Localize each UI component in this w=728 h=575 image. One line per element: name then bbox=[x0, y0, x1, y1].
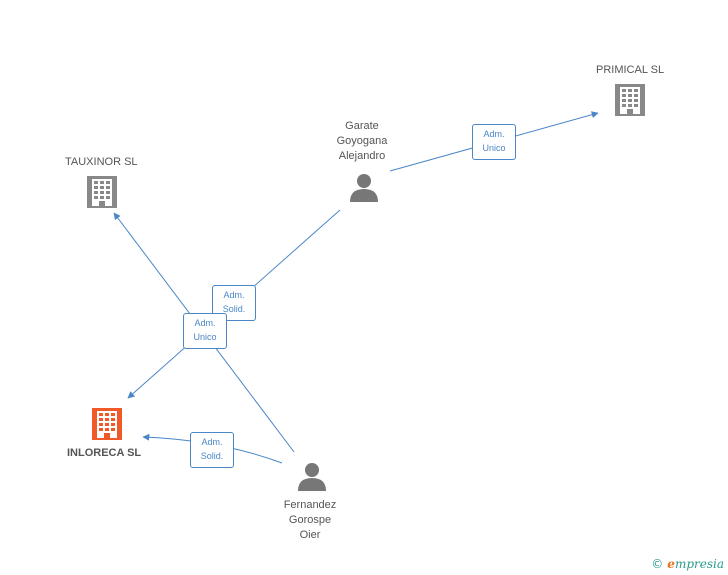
edge-label-garate-primical[interactable]: Adm. Unico bbox=[472, 124, 516, 160]
edge-label-fernandez-inloreca[interactable]: Adm. Solid. bbox=[190, 432, 234, 468]
copyright-icon: © bbox=[651, 557, 664, 571]
person-name-line: Oier bbox=[299, 529, 321, 541]
edge-label-fernandez-tauxinor[interactable]: Adm. Unico bbox=[183, 313, 227, 349]
company-label-primical[interactable]: PRIMICAL SL bbox=[596, 64, 665, 76]
person-name-line: Fernandez bbox=[283, 499, 337, 511]
person-name-garate[interactable]: Garate Goyogana Alejandro bbox=[312, 119, 412, 164]
edge-label-line: Unico bbox=[482, 143, 506, 153]
building-icon[interactable] bbox=[87, 176, 117, 208]
person-name-fernandez[interactable]: Fernandez Gorospe Oier bbox=[260, 498, 360, 543]
person-name-line: Goyogana bbox=[336, 135, 388, 147]
person-name-line: Alejandro bbox=[338, 150, 386, 162]
edge-label-line: Adm. bbox=[483, 129, 505, 139]
edge-label-line: Solid. bbox=[222, 304, 246, 314]
company-label-tauxinor[interactable]: TAUXINOR SL bbox=[65, 156, 138, 168]
edge-label-line: Solid. bbox=[200, 451, 224, 461]
person-icon[interactable] bbox=[350, 174, 378, 202]
building-icon[interactable] bbox=[92, 408, 122, 440]
person-name-line: Gorospe bbox=[288, 514, 332, 526]
edge-label-line: Adm. bbox=[223, 290, 245, 300]
brand-name: mpresia bbox=[674, 557, 724, 571]
edge-label-line: Adm. bbox=[194, 318, 216, 328]
edge-label-line: Unico bbox=[193, 332, 217, 342]
person-name-line: Garate bbox=[345, 120, 379, 132]
edges bbox=[113, 111, 599, 464]
edge-label-line: Adm. bbox=[201, 437, 223, 447]
person-icon[interactable] bbox=[298, 463, 326, 491]
brand-logo: ©empresia bbox=[651, 557, 724, 571]
building-icon[interactable] bbox=[615, 84, 645, 116]
company-label-inloreca[interactable]: INLORECA SL bbox=[67, 447, 142, 459]
brand-initial: e bbox=[667, 557, 675, 571]
